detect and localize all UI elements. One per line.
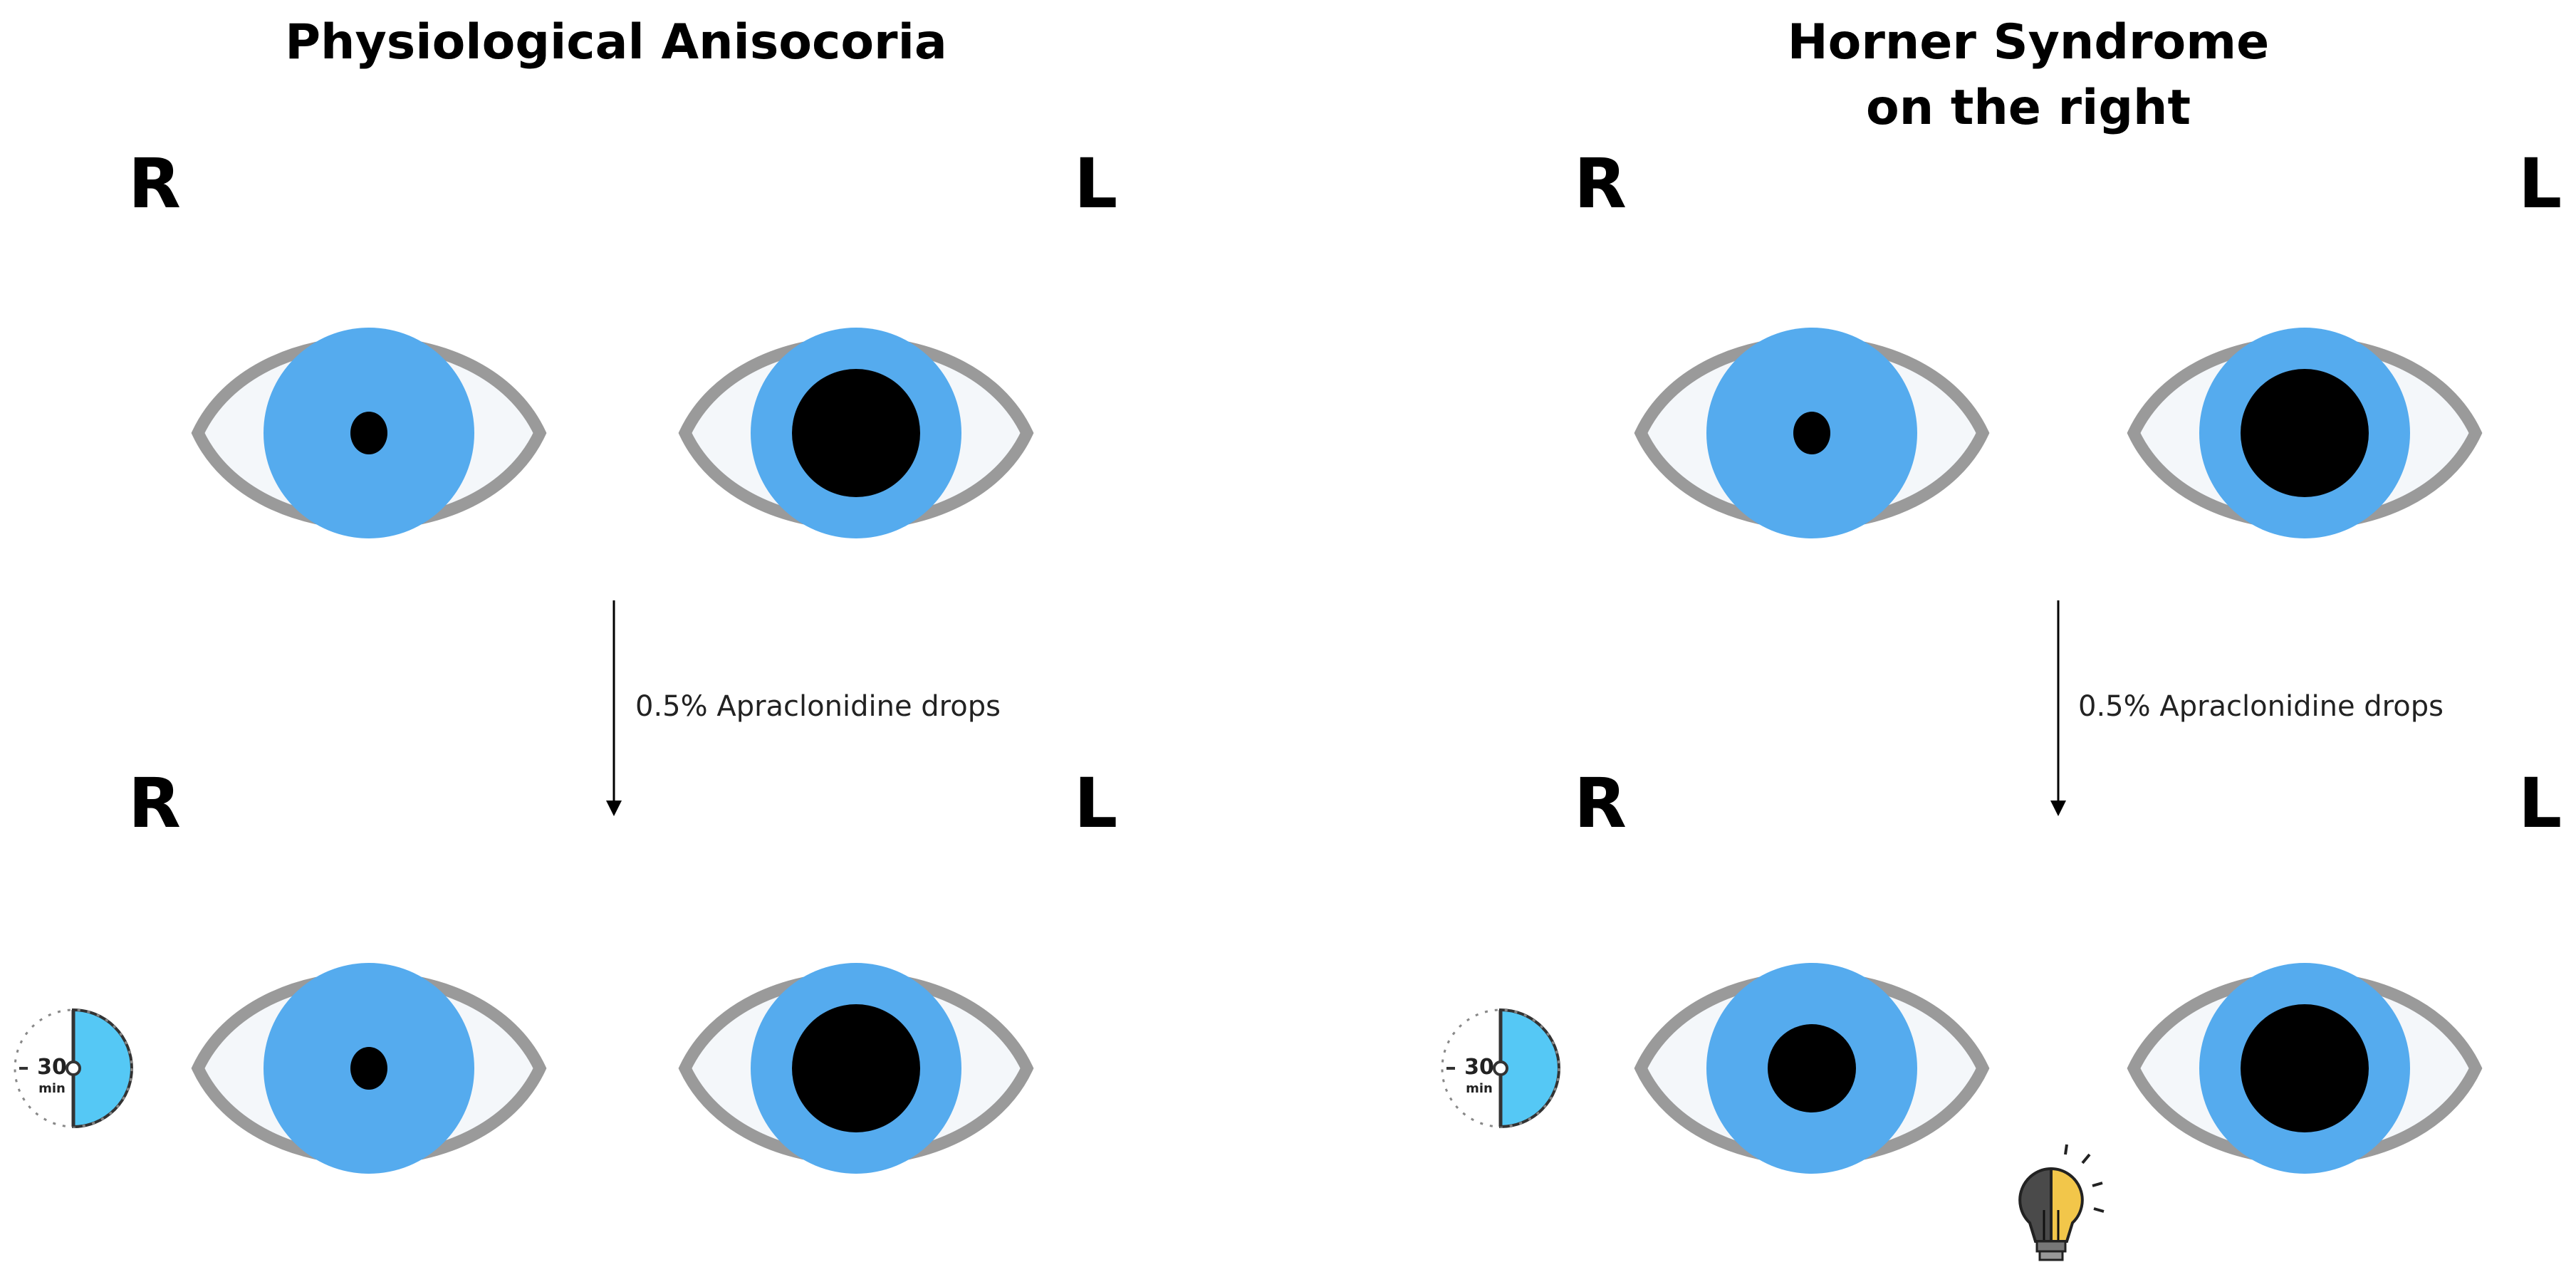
pupil-large xyxy=(2241,1004,2369,1132)
timer-unit: min xyxy=(1466,1081,1493,1096)
panel-physiological-anisocoria: Physiological Anisocoria R L R L 0.5% Ap… xyxy=(14,10,1118,1174)
side-label-right-after: R xyxy=(1574,763,1627,843)
down-arrow-icon xyxy=(2050,600,2066,816)
eye-diagram-right: 30 min xyxy=(1441,328,2483,1261)
eye-diagram-left: 30 min xyxy=(14,328,1034,1174)
side-label-left-after: L xyxy=(1074,763,1118,843)
eye-right-before xyxy=(1634,328,1990,538)
panel-title-line: Physiological Anisocoria xyxy=(285,14,947,71)
side-label-right-before: R xyxy=(1574,144,1627,224)
intervention-label: 0.5% Apraclonidine drops xyxy=(2078,690,2444,723)
eye-left-after xyxy=(2127,963,2483,1174)
panel-title: Horner Syndrome on the right xyxy=(1708,10,2349,141)
side-label-right-before: R xyxy=(128,144,181,224)
panel-title-line-2: on the right xyxy=(1866,80,2191,136)
eye-left-before xyxy=(2127,328,2483,538)
panel-title-line-1: Horner Syndrome xyxy=(1787,14,2270,71)
pupil-small xyxy=(1793,412,1830,454)
eye-left-before xyxy=(678,328,1034,538)
pupil-large xyxy=(792,369,920,497)
side-label-right-after: R xyxy=(128,763,181,843)
down-arrow-icon xyxy=(606,600,622,816)
intervention-label: 0.5% Apraclonidine drops xyxy=(635,690,1001,723)
eye-right-after xyxy=(1634,963,1990,1174)
timer-value: 30 xyxy=(37,1055,67,1080)
eye-right-before xyxy=(191,328,547,538)
eye-left-after xyxy=(678,963,1034,1174)
pupil-small xyxy=(350,412,387,454)
panel-title: Physiological Anisocoria xyxy=(242,10,990,75)
timer-icon: 30 min xyxy=(1441,1008,1560,1129)
timer-value: 30 xyxy=(1464,1055,1494,1080)
pupil-medium xyxy=(1768,1024,1856,1112)
pupil-large xyxy=(792,1004,920,1132)
timer-unit: min xyxy=(38,1081,66,1096)
side-label-left-before: L xyxy=(2518,144,2562,224)
timer-icon: 30 min xyxy=(14,1008,133,1129)
pupil-small xyxy=(350,1047,387,1090)
panel-horner-syndrome: Horner Syndrome on the right R L R L 0.5… xyxy=(1288,0,2576,1272)
lightbulb-icon xyxy=(2018,1144,2105,1261)
eye-right-after xyxy=(191,963,547,1174)
side-label-left-after: L xyxy=(2518,763,2562,843)
side-label-left-before: L xyxy=(1074,144,1118,224)
pupil-large xyxy=(2241,369,2369,497)
